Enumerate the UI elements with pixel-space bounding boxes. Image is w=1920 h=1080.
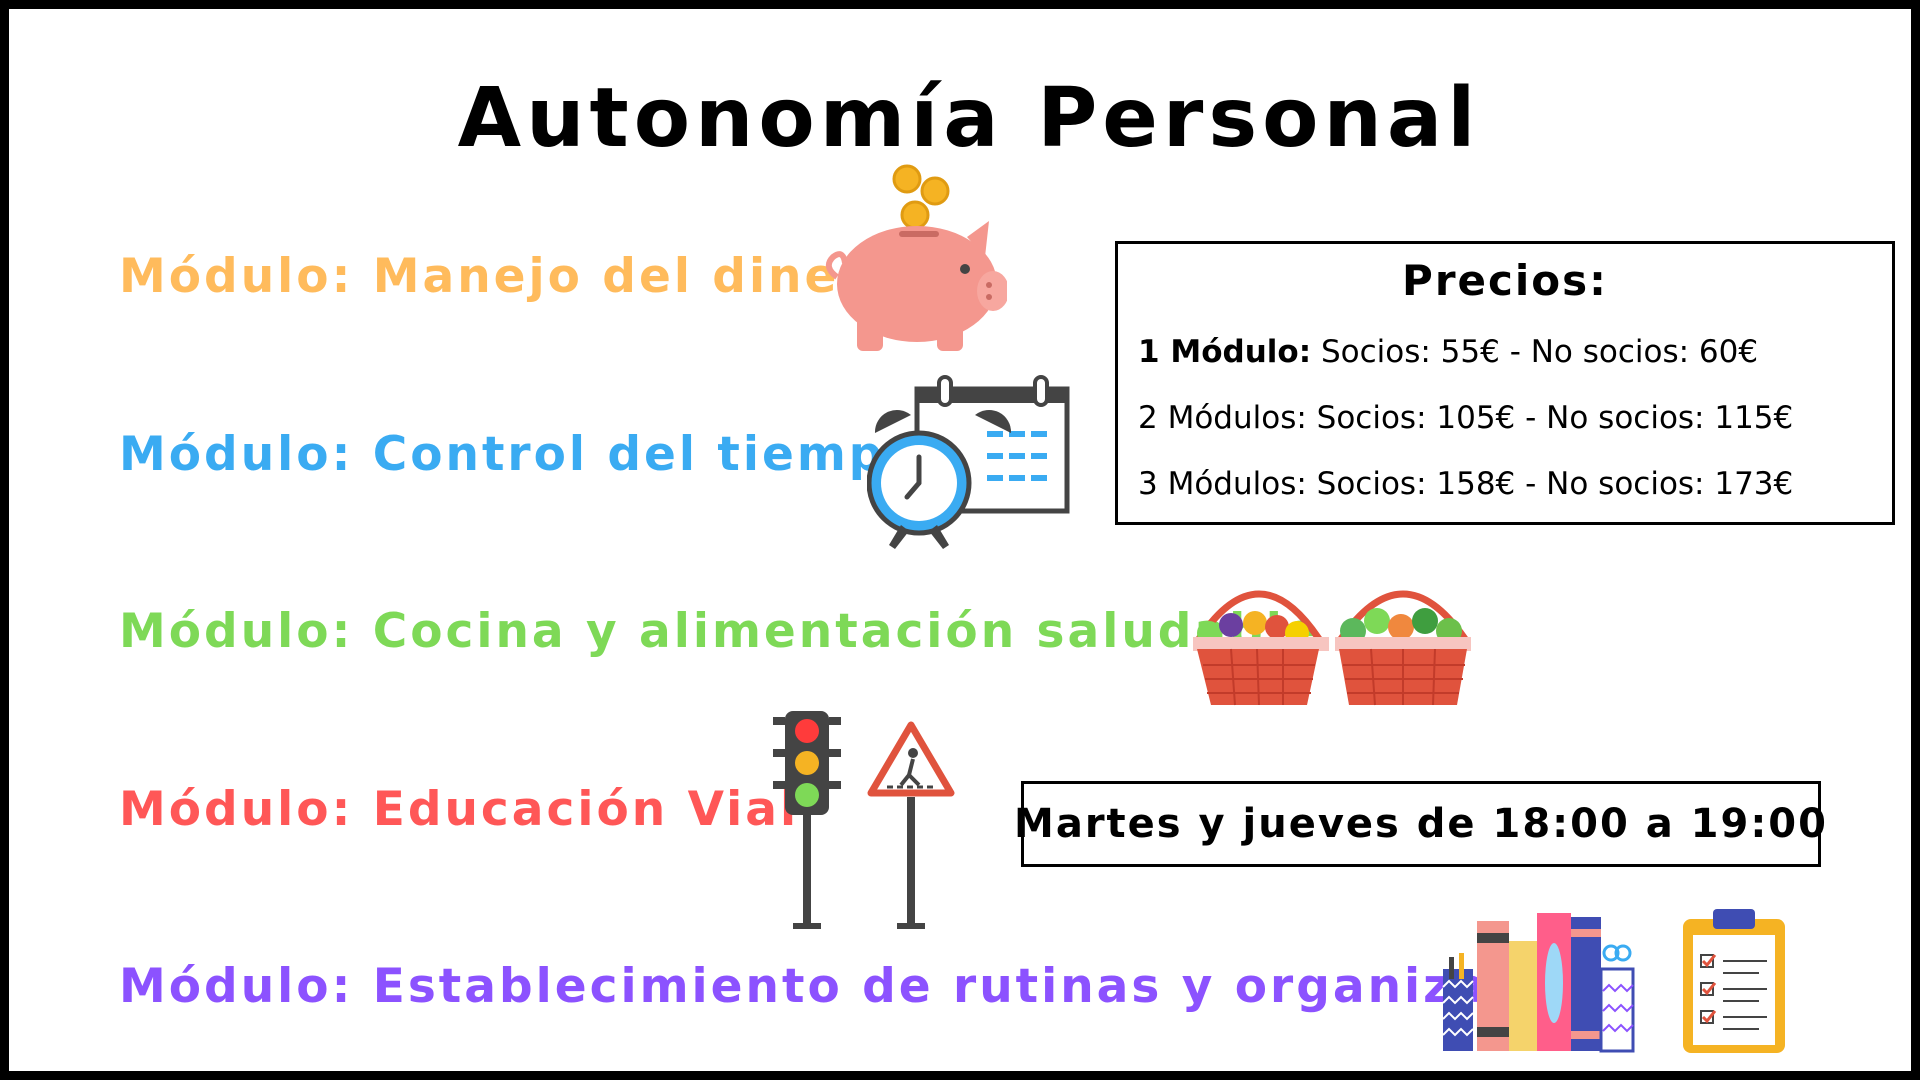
module-road-safety: Módulo: Educación Vial <box>119 782 800 837</box>
module-routines: Módulo: Establecimiento de rutinas y org… <box>119 959 1610 1014</box>
price-row-1: 1 Módulo: Socios: 55€ - No socios: 60€ <box>1138 334 1758 370</box>
module-time: Módulo: Control del tiempo <box>119 427 921 482</box>
traffic-light-icon <box>773 711 955 929</box>
module-cooking: Módulo: Cocina y alimentación saludable <box>119 604 1320 659</box>
page-title: Autonomía Personal <box>457 71 1481 166</box>
price-row-label: 1 Módulo: <box>1138 334 1312 370</box>
price-row-label: 3 Módulos: <box>1138 466 1307 502</box>
price-row-text: Socios: 158€ - No socios: 173€ <box>1306 466 1794 502</box>
prices-title: Precios: <box>1402 256 1608 305</box>
food-basket-icon <box>1193 590 1471 706</box>
prices-box: Precios: 1 Módulo: Socios: 55€ - No soci… <box>1115 241 1895 525</box>
piggy-bank-icon <box>825 164 1007 351</box>
clock-calendar-icon <box>867 375 1070 549</box>
books-checklist-icon <box>1442 909 1785 1053</box>
schedule-box: Martes y jueves de 18:00 a 19:00 <box>1014 781 1826 867</box>
price-row-2: 2 Módulos: Socios: 105€ - No socios: 115… <box>1138 400 1793 436</box>
price-row-3: 3 Módulos: Socios: 158€ - No socios: 173… <box>1138 466 1793 502</box>
price-row-text: Socios: 55€ - No socios: 60€ <box>1311 334 1759 370</box>
module-money: Módulo: Manejo del dinero <box>119 249 901 304</box>
price-row-text: Socios: 105€ - No socios: 115€ <box>1306 400 1794 436</box>
price-row-label: 2 Módulos: <box>1138 400 1307 436</box>
